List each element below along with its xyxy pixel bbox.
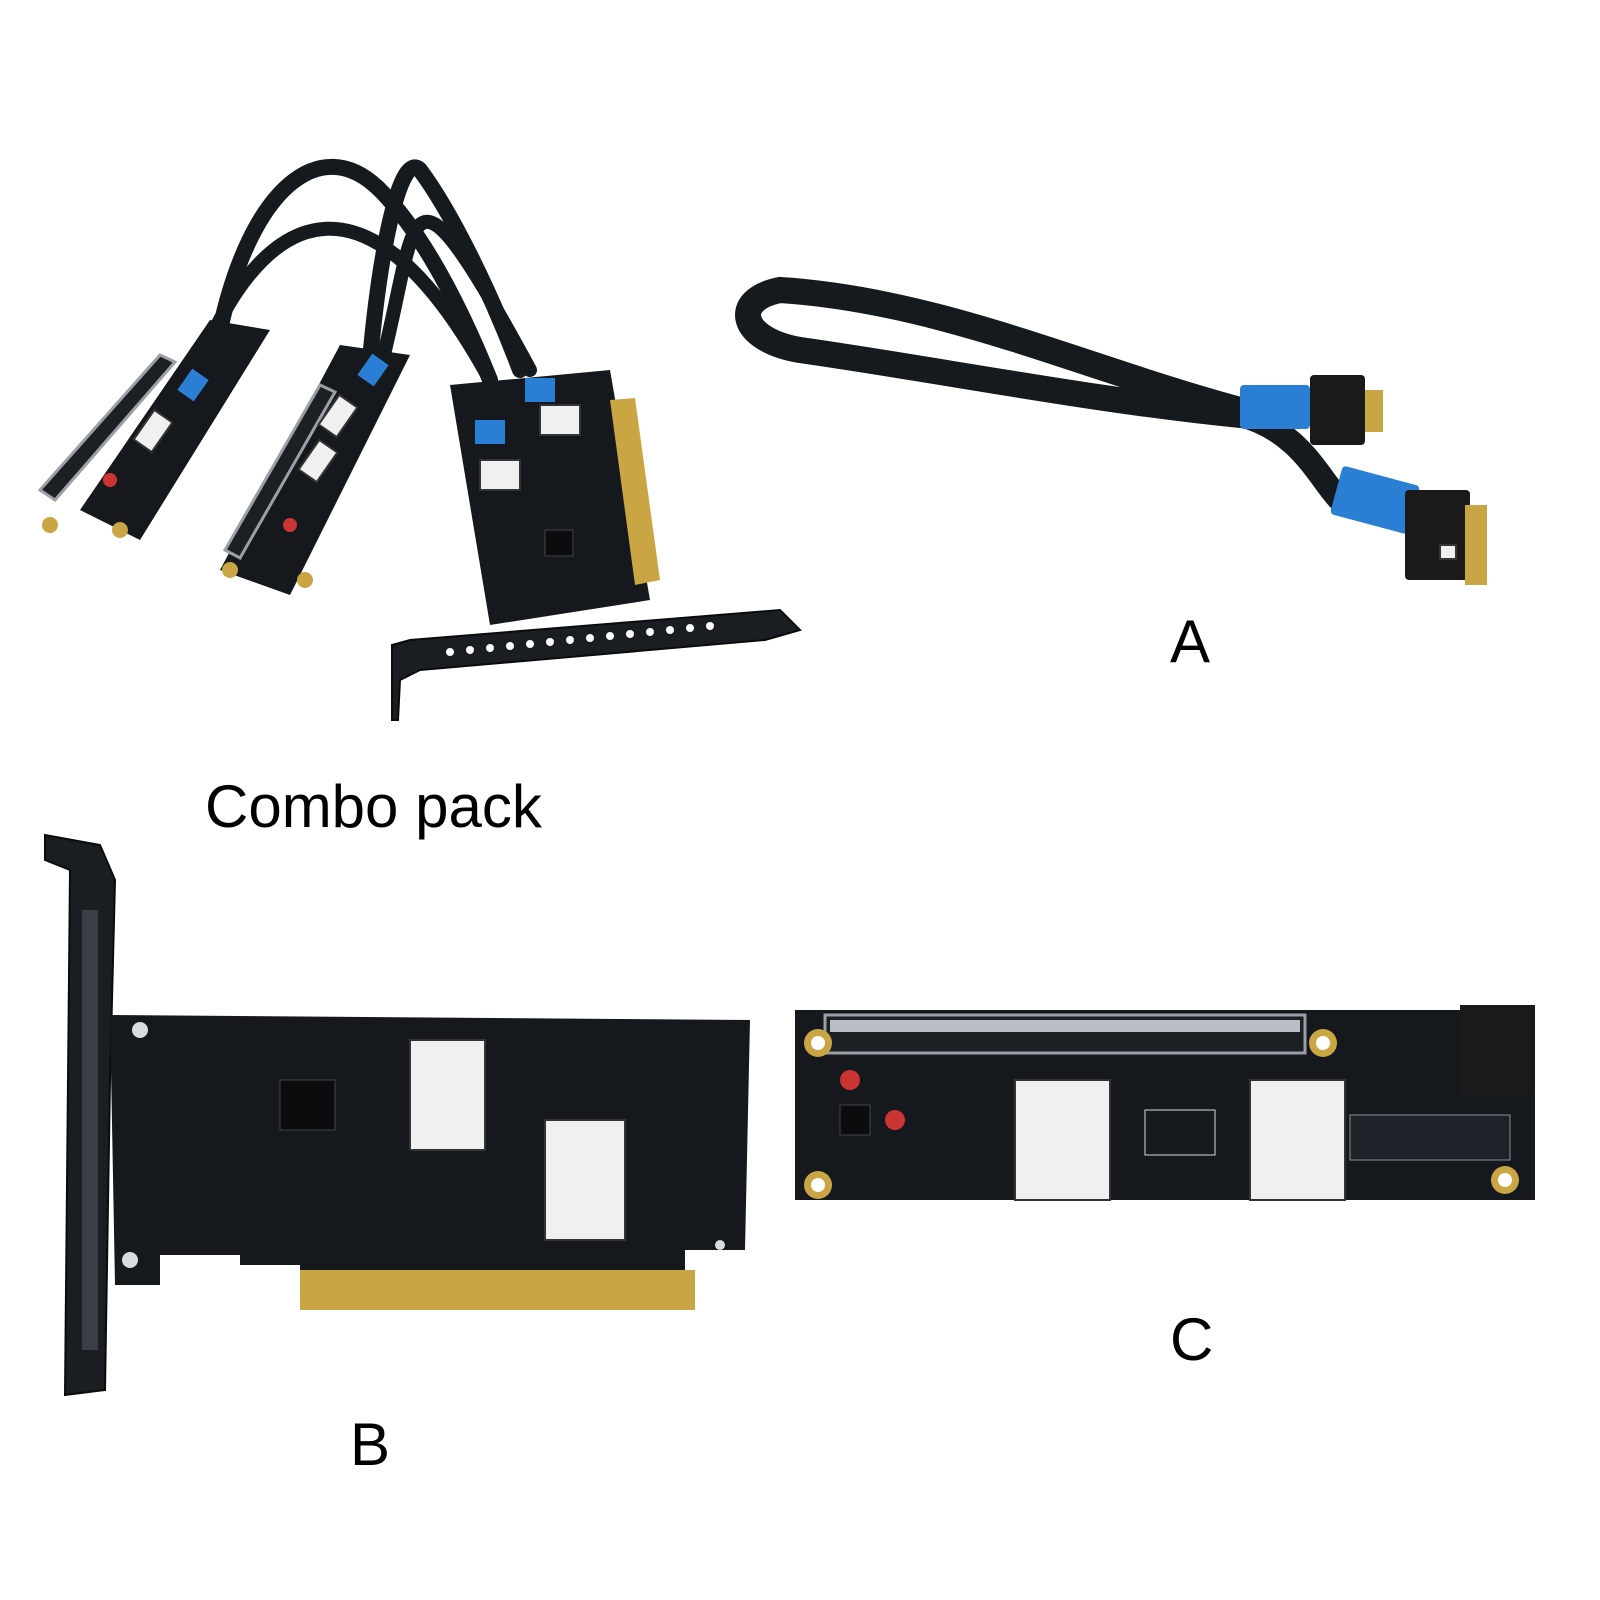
combo-pack-image — [37, 158, 802, 721]
cable-connector-lower — [1330, 466, 1487, 585]
host-card — [391, 370, 802, 721]
product-a-caption: A — [1170, 608, 1211, 675]
riser-board-2 — [220, 345, 410, 595]
cable-connector-upper — [1240, 375, 1383, 445]
product-a-cable-image — [735, 276, 1487, 585]
combo-pack-caption: Combo pack — [205, 773, 542, 840]
product-b-caption: B — [350, 1411, 391, 1478]
product-c-caption: C — [1170, 1306, 1214, 1373]
product-c-riser-board-image — [795, 1005, 1535, 1201]
product-b-host-card-image — [44, 833, 750, 1397]
riser-board-1 — [37, 320, 270, 540]
